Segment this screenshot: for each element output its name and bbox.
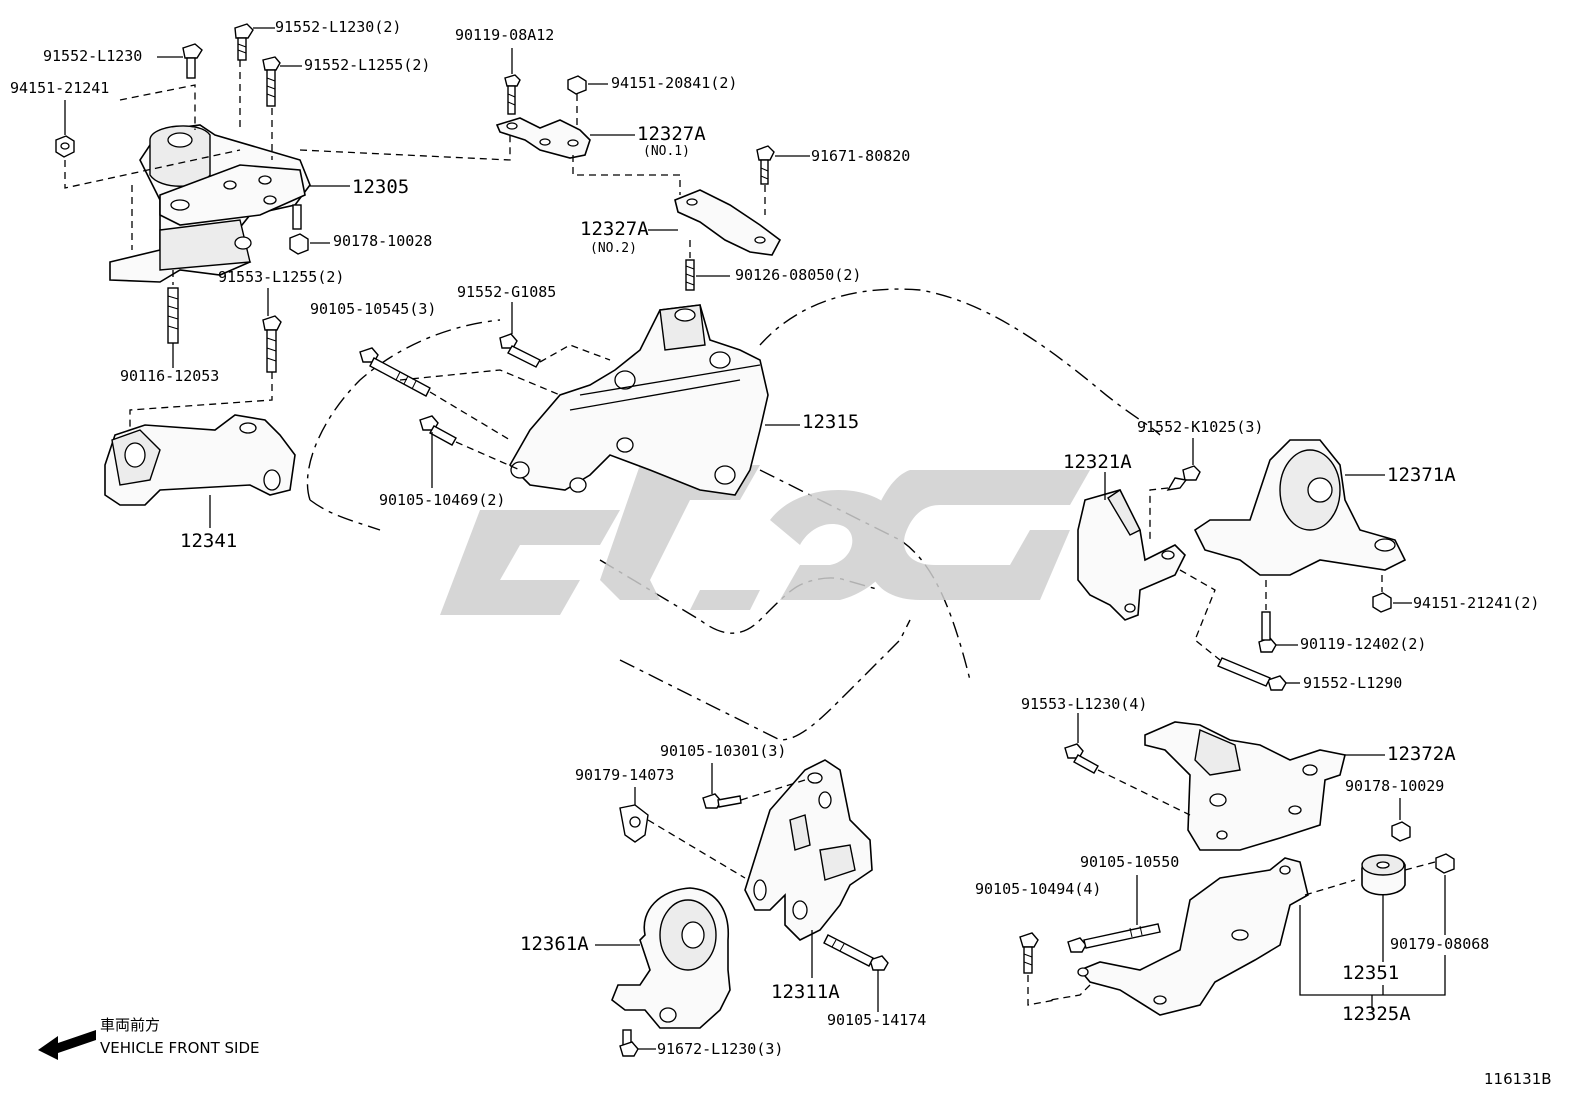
bolt-90119-12402-2 bbox=[1258, 580, 1298, 653]
bolt-90105-10469-2 bbox=[419, 415, 521, 488]
part-12321A-bracket bbox=[1077, 472, 1186, 621]
label-91552-L1255-2: 91552-L1255(2) bbox=[304, 56, 431, 74]
label-94151-21241-2: 94151-21241(2) bbox=[1413, 594, 1540, 612]
diagram-id: 116131B bbox=[1484, 1070, 1552, 1088]
part-12315-bracket bbox=[509, 304, 800, 496]
label-12327A-no2-sub: (NO.2) bbox=[590, 241, 637, 256]
label-91552-L1230: 91552-L1230 bbox=[43, 47, 143, 65]
stud-12305-small bbox=[292, 204, 302, 230]
bracket-12325A-group-lines bbox=[1299, 905, 1446, 1010]
part-12351-bushing bbox=[1361, 854, 1436, 962]
part-12361A-mount bbox=[595, 887, 731, 1029]
assembly-lines-12305 bbox=[64, 60, 511, 430]
nut-94151-20841-2 bbox=[567, 75, 608, 125]
label-12327A-no1: 12327A bbox=[637, 123, 706, 145]
label-94151-21241: 94151-21241 bbox=[10, 79, 110, 97]
label-90126-08050-2: 90126-08050(2) bbox=[735, 266, 862, 284]
part-12372A-bracket bbox=[1144, 721, 1385, 851]
label-90179-08068: 90179-08068 bbox=[1390, 935, 1490, 953]
part-12327A-no2 bbox=[648, 189, 782, 256]
label-12371A: 12371A bbox=[1387, 464, 1456, 486]
nut-94151-21241 bbox=[55, 100, 75, 158]
bolt-91552-L1255-2 bbox=[262, 56, 302, 107]
nut-90179-14073 bbox=[619, 787, 746, 879]
bolt-90105-14174 bbox=[823, 934, 889, 1012]
label-90179-14073: 90179-14073 bbox=[575, 766, 675, 784]
bolt-91552-L1230-2 bbox=[234, 23, 275, 61]
bolt-91553-L1230-4 bbox=[1064, 713, 1191, 816]
label-90105-10494-4: 90105-10494(4) bbox=[975, 880, 1102, 898]
label-12361A: 12361A bbox=[520, 933, 589, 955]
part-12341-bracket bbox=[104, 414, 296, 528]
label-91671-80820: 91671-80820 bbox=[811, 147, 911, 165]
bolt-91553-L1255-2 bbox=[262, 315, 282, 373]
label-91552-L1230-2: 91552-L1230(2) bbox=[275, 18, 402, 36]
label-91552-L1290: 91552-L1290 bbox=[1303, 674, 1403, 692]
label-90119-08A12: 90119-08A12 bbox=[455, 26, 555, 44]
bolt-90105-10494-4 bbox=[1019, 932, 1056, 1006]
label-12327A-no2: 12327A bbox=[580, 218, 649, 240]
stud-90126-08050-2 bbox=[685, 240, 730, 291]
nut-90178-10029 bbox=[1391, 798, 1411, 842]
label-90178-10029: 90178-10029 bbox=[1345, 777, 1445, 795]
nut-90179-08068 bbox=[1435, 853, 1455, 935]
label-90105-10301-3: 90105-10301(3) bbox=[660, 742, 787, 760]
bolt-91671-80820 bbox=[756, 145, 810, 215]
stud-90116-12053 bbox=[167, 287, 179, 368]
part-12305-mount bbox=[109, 124, 311, 283]
bolt-91552-L1230 bbox=[157, 43, 203, 79]
label-90119-12402-2: 90119-12402(2) bbox=[1300, 635, 1427, 653]
nut-94151-21241-2 bbox=[1372, 575, 1412, 613]
part-12311A-bracket bbox=[744, 759, 873, 978]
bolt-90105-10545-3 bbox=[359, 347, 561, 441]
bolt-91552-G1085 bbox=[499, 302, 611, 368]
part-12327A-no1 bbox=[495, 117, 681, 195]
front-side-label-japanese: 車両前方 bbox=[100, 1016, 161, 1034]
label-12372A: 12372A bbox=[1387, 743, 1456, 765]
label-12341: 12341 bbox=[180, 530, 238, 552]
part-12371A-mount bbox=[1193, 439, 1407, 576]
label-91672-L1230-3: 91672-L1230(3) bbox=[657, 1040, 784, 1058]
label-12327A-no1-sub: (NO.1) bbox=[643, 144, 690, 159]
bolt-91552-K1025-3 bbox=[1149, 438, 1201, 540]
bolt-90105-10550 bbox=[1067, 875, 1161, 953]
label-12351: 12351 bbox=[1342, 962, 1400, 984]
bolt-91552-L1290 bbox=[1179, 569, 1300, 691]
front-side-label-english: VEHICLE FRONT SIDE bbox=[100, 1039, 260, 1057]
label-leaders bbox=[267, 185, 350, 316]
label-90105-10545-3: 90105-10545(3) bbox=[310, 300, 437, 318]
label-90105-14174: 90105-14174 bbox=[827, 1011, 927, 1029]
label-12315: 12315 bbox=[802, 411, 860, 433]
label-91552-G1085: 91552-G1085 bbox=[457, 283, 557, 301]
label-12311A: 12311A bbox=[771, 981, 840, 1003]
nut-90178-10028 bbox=[289, 233, 330, 255]
label-90105-10550: 90105-10550 bbox=[1080, 853, 1180, 871]
label-91553-L1255-2: 91553-L1255(2) bbox=[218, 268, 345, 286]
label-90116-12053: 90116-12053 bbox=[120, 367, 220, 385]
part-12325A-bracket bbox=[1049, 857, 1356, 1016]
bolt-91672-L1230-3 bbox=[619, 1029, 656, 1057]
bolt-90119-08A12 bbox=[504, 48, 521, 115]
bolt-90105-10301-3 bbox=[702, 763, 806, 809]
label-94151-20841-2: 94151-20841(2) bbox=[611, 74, 738, 92]
label-12321A: 12321A bbox=[1063, 451, 1132, 473]
front-direction-arrow bbox=[38, 1030, 96, 1060]
label-12305: 12305 bbox=[352, 176, 410, 198]
brand-logo-watermark bbox=[440, 465, 1090, 615]
label-91553-L1230-4: 91553-L1230(4) bbox=[1021, 695, 1148, 713]
label-90178-10028: 90178-10028 bbox=[333, 232, 433, 250]
label-12325A: 12325A bbox=[1342, 1003, 1411, 1025]
label-91552-K1025-3: 91552-K1025(3) bbox=[1137, 418, 1264, 436]
label-90105-10469-2: 90105-10469(2) bbox=[379, 491, 506, 509]
